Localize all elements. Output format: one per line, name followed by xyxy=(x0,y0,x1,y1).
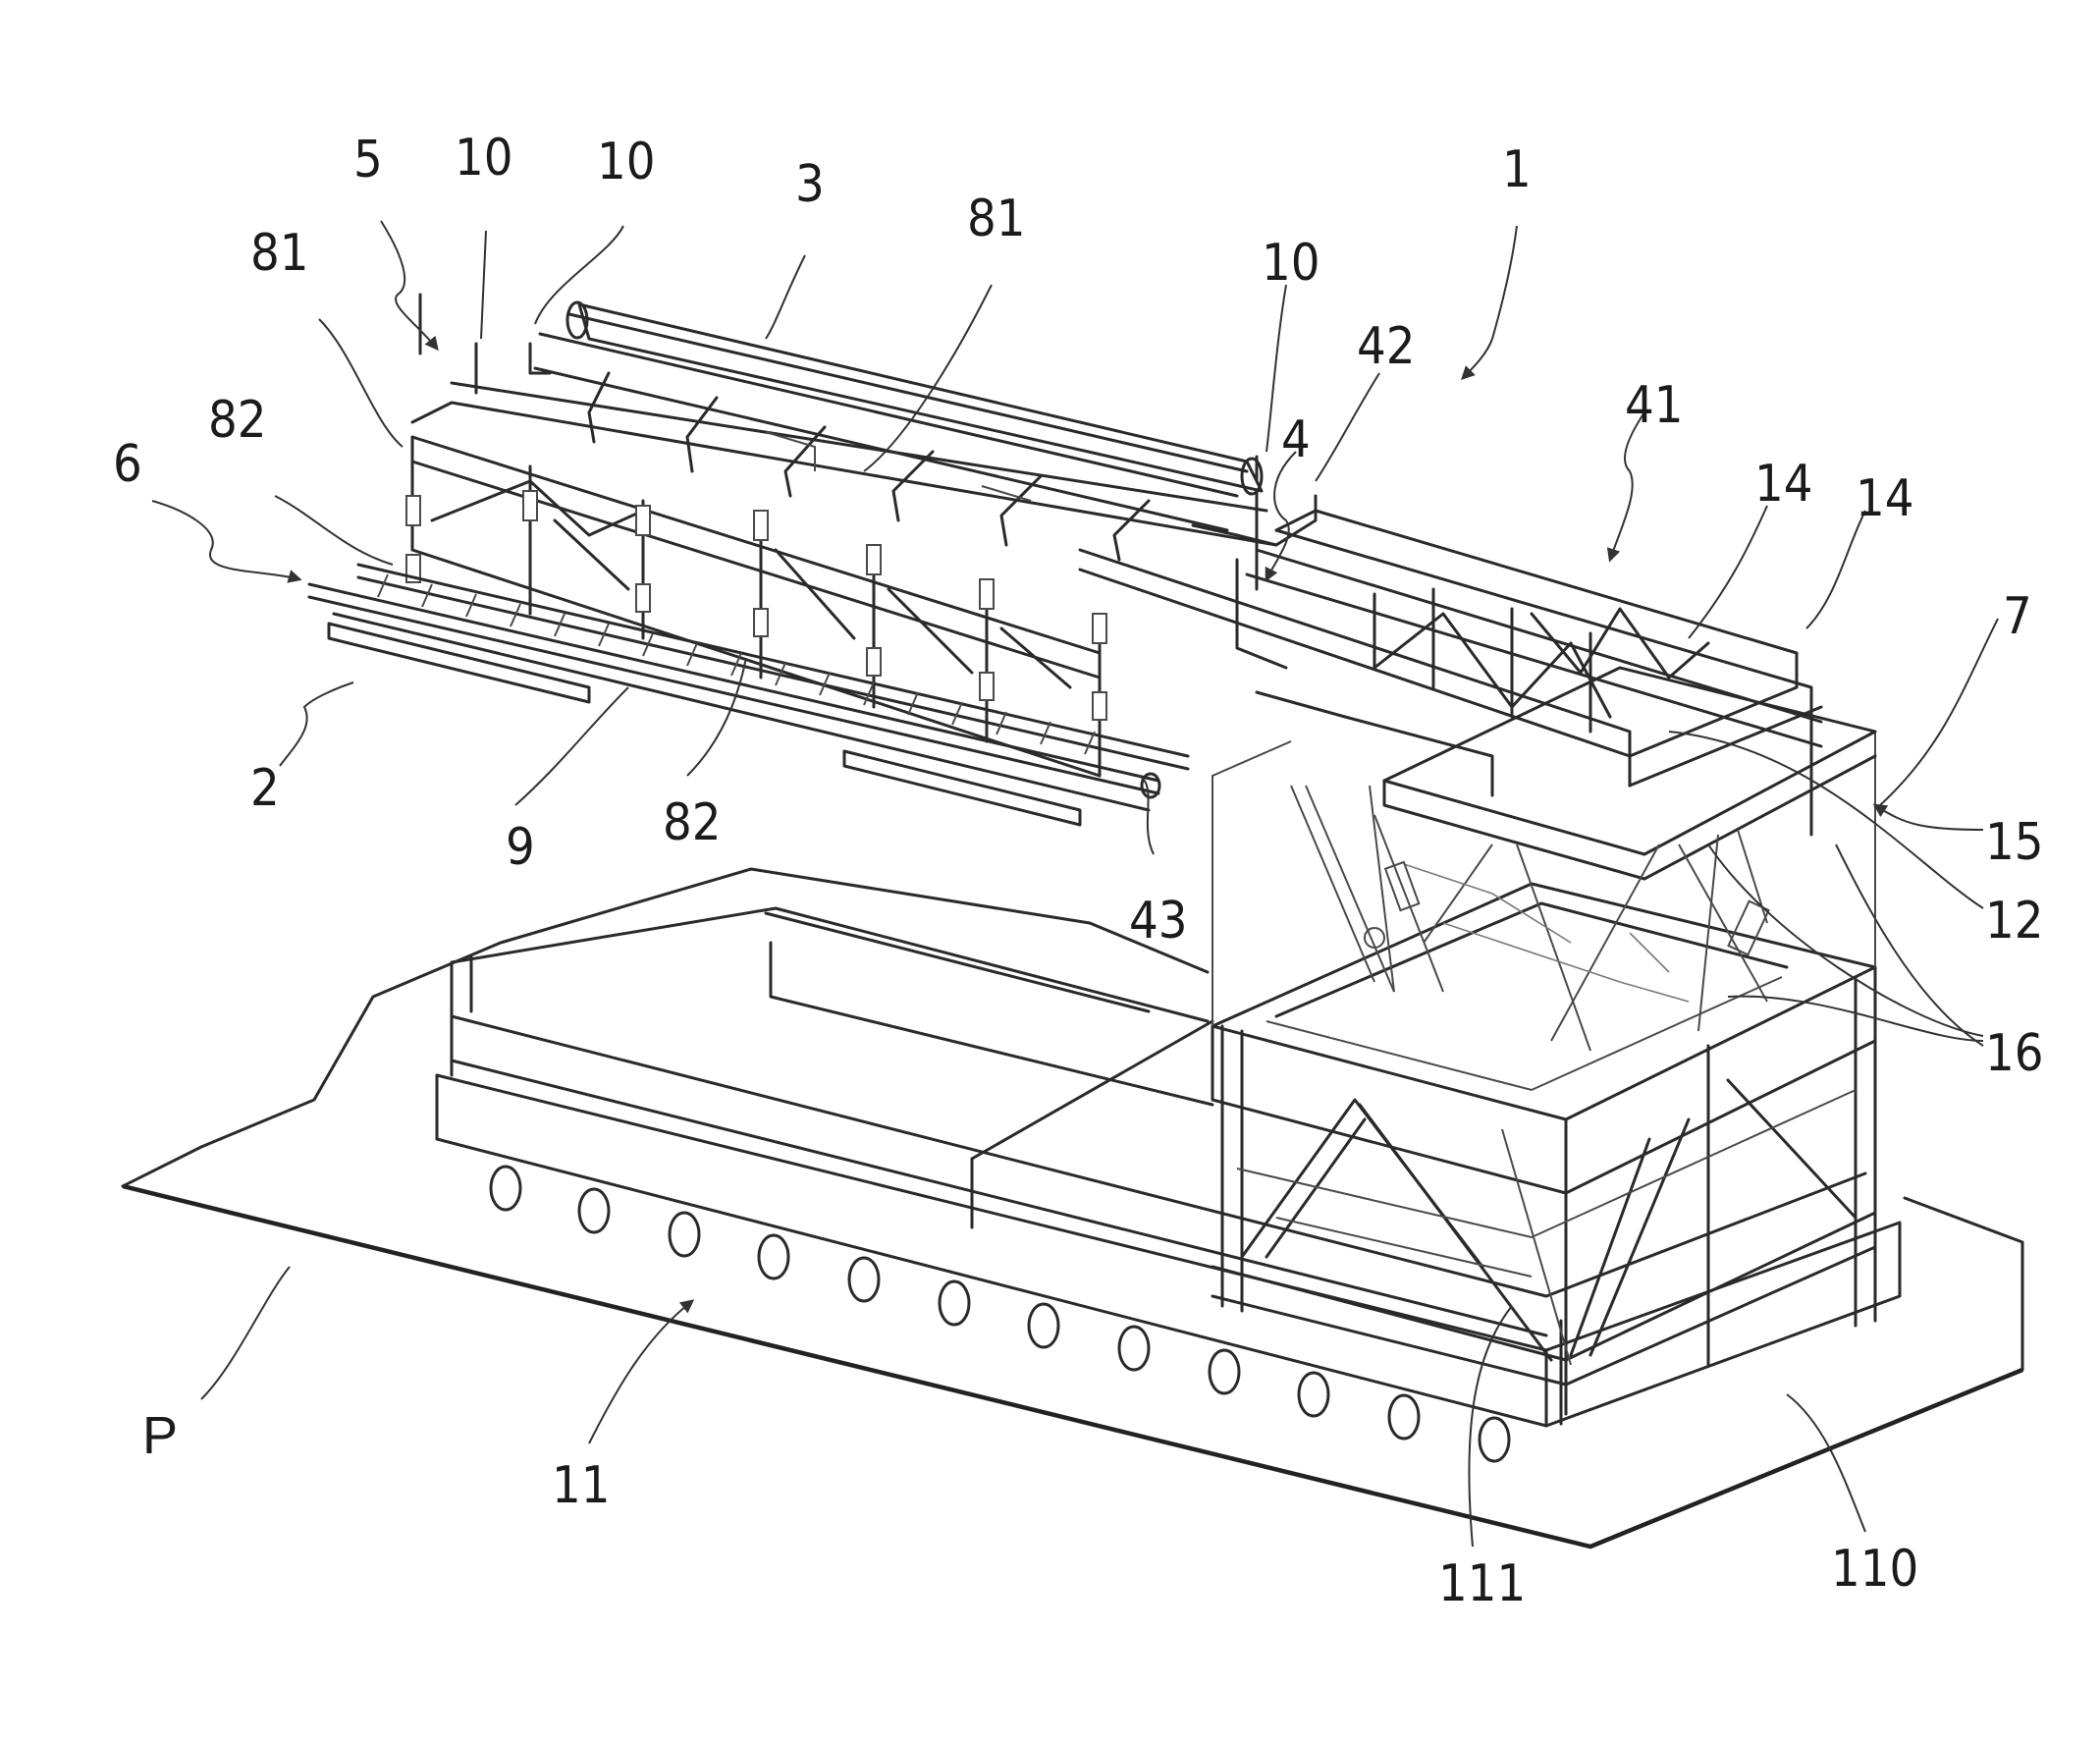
ref-label-12: 12 xyxy=(1985,892,2044,951)
ref-label-9: 9 xyxy=(506,818,535,877)
ref-label-P: P xyxy=(142,1406,178,1465)
ref-label-41: 41 xyxy=(1625,376,1684,435)
ref-label-10: 10 xyxy=(455,129,513,188)
rack-connectors xyxy=(405,490,1107,721)
ref-label-2: 2 xyxy=(250,759,280,818)
ref-label-81: 81 xyxy=(967,190,1026,248)
ref-label-11: 11 xyxy=(552,1456,611,1515)
cylinder-component xyxy=(528,300,1264,562)
base-rollers xyxy=(489,1165,1511,1463)
walkway-ladder xyxy=(307,563,1190,827)
ground-plane xyxy=(121,867,2024,1550)
leader-lines xyxy=(151,220,1999,1548)
ref-label-43: 43 xyxy=(1129,892,1188,951)
reference-numerals: 5 10 10 3 81 81 82 6 2 9 82 43 1 10 42 4… xyxy=(113,129,2044,1613)
ref-label-14: 14 xyxy=(1856,469,1914,528)
ref-label-82: 82 xyxy=(208,391,267,450)
upper-rack xyxy=(405,293,1318,778)
ref-label-42: 42 xyxy=(1357,317,1416,376)
ref-label-4: 4 xyxy=(1281,410,1311,469)
ref-label-5: 5 xyxy=(353,131,383,190)
ref-label-10: 10 xyxy=(1262,234,1320,293)
ladder-rungs xyxy=(377,573,1096,755)
ref-label-14: 14 xyxy=(1754,455,1813,514)
hexapod-actuators xyxy=(1290,785,1770,1052)
ref-label-6: 6 xyxy=(113,435,142,494)
ref-label-15: 15 xyxy=(1985,813,2044,872)
ref-label-82: 82 xyxy=(663,793,722,852)
ref-label-16: 16 xyxy=(1985,1024,2044,1083)
ref-label-7: 7 xyxy=(2003,587,2032,646)
base-frame xyxy=(435,906,1902,1463)
ref-label-81: 81 xyxy=(250,224,309,283)
ref-label-1: 1 xyxy=(1502,140,1532,199)
ref-label-10: 10 xyxy=(597,133,656,191)
ref-label-110: 110 xyxy=(1831,1540,1918,1599)
cantilever-truss xyxy=(1078,509,1823,837)
ref-label-111: 111 xyxy=(1438,1554,1526,1613)
ref-label-3: 3 xyxy=(795,155,825,214)
